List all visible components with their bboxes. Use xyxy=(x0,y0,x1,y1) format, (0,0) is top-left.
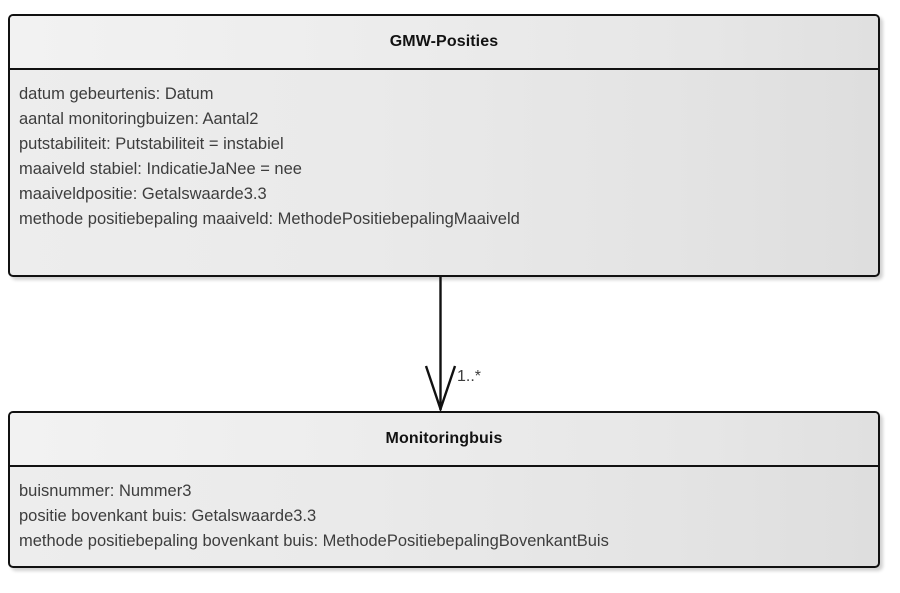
uml-attribute: maaiveld stabiel: IndicatieJaNee = nee xyxy=(19,160,302,178)
uml-attribute-compartment: buisnummer: Nummer3 positie bovenkant bu… xyxy=(10,467,878,564)
uml-class-title: GMW-Posities xyxy=(389,33,499,50)
uml-attribute: buisnummer: Nummer3 xyxy=(19,482,192,500)
uml-class-header: GMW-Posities xyxy=(10,16,878,70)
uml-attribute: methode positiebepaling bovenkant buis: … xyxy=(19,532,609,550)
uml-attribute: datum gebeurtenis: Datum xyxy=(19,85,214,103)
uml-attribute-compartment: datum gebeurtenis: Datum aantal monitori… xyxy=(10,70,878,242)
uml-attribute: positie bovenkant buis: Getalswaarde3.3 xyxy=(19,507,317,525)
uml-attribute: maaiveldpositie: Getalswaarde3.3 xyxy=(19,185,267,203)
uml-attribute: aantal monitoringbuizen: Aantal2 xyxy=(19,110,259,128)
uml-class-monitoringbuis[interactable]: Monitoringbuis buisnummer: Nummer3 posit… xyxy=(8,411,880,568)
uml-class-header: Monitoringbuis xyxy=(10,413,878,467)
uml-attribute: methode positiebepaling maaiveld: Method… xyxy=(19,210,520,228)
uml-class-title: Monitoringbuis xyxy=(385,430,503,447)
association-arrowhead-icon xyxy=(424,365,457,413)
uml-class-gmw-posities[interactable]: GMW-Posities datum gebeurtenis: Datum aa… xyxy=(8,14,880,277)
uml-attribute: putstabiliteit: Putstabiliteit = instabi… xyxy=(19,135,284,153)
association-multiplicity-label: 1..* xyxy=(457,368,482,385)
